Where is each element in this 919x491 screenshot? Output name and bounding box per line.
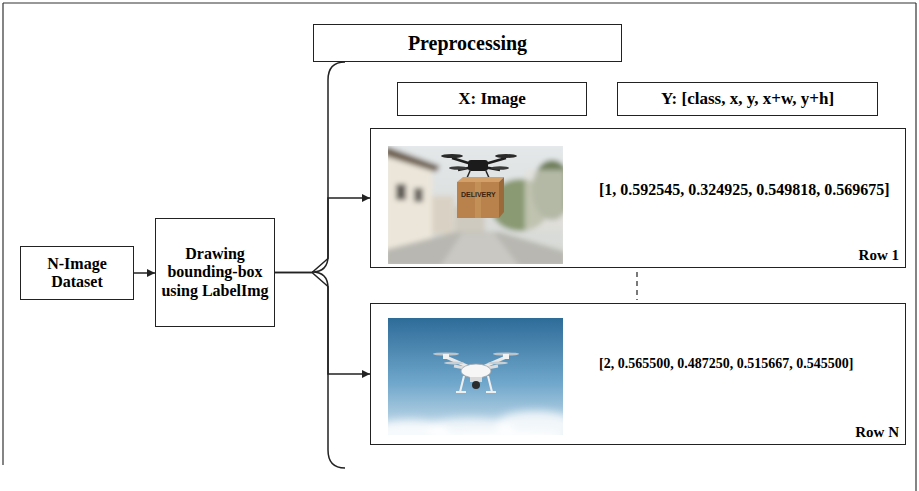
illustration-part xyxy=(488,362,508,365)
section-title-box: Preprocessing xyxy=(313,24,622,62)
row-name: Row 1 xyxy=(859,247,899,264)
data-row-box: [1, 0.592545, 0.324925, 0.549818, 0.5696… xyxy=(370,128,906,268)
building xyxy=(525,170,563,230)
box-label: Y: [class, x, y, x+w, y+h] xyxy=(661,89,834,109)
frame-line xyxy=(2,3,3,465)
drone xyxy=(441,154,517,180)
illustration-part xyxy=(472,381,480,389)
dashed-separator xyxy=(636,272,637,300)
street-background xyxy=(388,146,563,264)
curly-brace xyxy=(312,62,345,468)
building xyxy=(432,196,454,234)
outer-frame xyxy=(3,3,916,491)
column-header-box: X: Image xyxy=(397,82,587,116)
illustration-part xyxy=(457,177,504,182)
label-vector: [2, 0.565500, 0.487250, 0.515667, 0.5455… xyxy=(599,356,891,372)
drone xyxy=(433,352,519,392)
illustration-part xyxy=(491,166,509,170)
drone-sky-photo xyxy=(388,318,563,435)
row-name: Row N xyxy=(855,424,899,441)
illustration-part xyxy=(495,154,517,158)
label-vector: [1, 0.592545, 0.324925, 0.549818, 0.5696… xyxy=(599,181,891,199)
frame-line xyxy=(915,3,916,491)
illustration-part xyxy=(488,376,492,392)
column-header-box: Y: [class, x, y, x+w, y+h] xyxy=(617,82,878,116)
illustration-part xyxy=(443,354,449,359)
illustration-part xyxy=(499,177,504,218)
illustration-part xyxy=(430,432,563,435)
illustration-part xyxy=(456,391,466,393)
window xyxy=(414,188,423,202)
flow-arrow xyxy=(134,272,155,274)
box-label: X: Image xyxy=(458,89,526,109)
flow-arrow xyxy=(275,273,370,375)
box-label: Preprocessing xyxy=(408,32,527,55)
roof xyxy=(388,146,440,172)
data-row-box: [2, 0.565500, 0.487250, 0.515667, 0.5455… xyxy=(370,303,906,445)
illustration-part xyxy=(495,411,563,435)
box-label: N-Image Dataset xyxy=(25,255,129,292)
flow-arrow xyxy=(275,198,370,273)
parcel-box xyxy=(457,177,504,218)
window xyxy=(396,184,406,200)
illustration-part xyxy=(441,154,463,158)
illustration-part xyxy=(457,182,499,218)
illustration-part xyxy=(486,391,496,393)
clouds xyxy=(388,411,563,435)
illustration-part xyxy=(468,160,488,171)
illustration-part xyxy=(449,166,467,170)
input-box: N-Image Dataset xyxy=(20,246,134,300)
process-box: Drawing bounding-box using LabelImg xyxy=(155,218,275,327)
sky xyxy=(388,146,563,264)
frame-line xyxy=(3,2,916,3)
illustration-part xyxy=(475,182,481,218)
illustration-part xyxy=(503,354,509,359)
illustration-part xyxy=(461,364,491,378)
illustration-part xyxy=(444,362,464,365)
road xyxy=(388,232,563,264)
illustration-part xyxy=(460,376,464,392)
box-label: Drawing bounding-box using LabelImg xyxy=(160,245,270,300)
package-text: DELIVERY xyxy=(461,191,496,198)
road xyxy=(440,233,520,264)
delivery-drone-photo xyxy=(388,146,563,264)
